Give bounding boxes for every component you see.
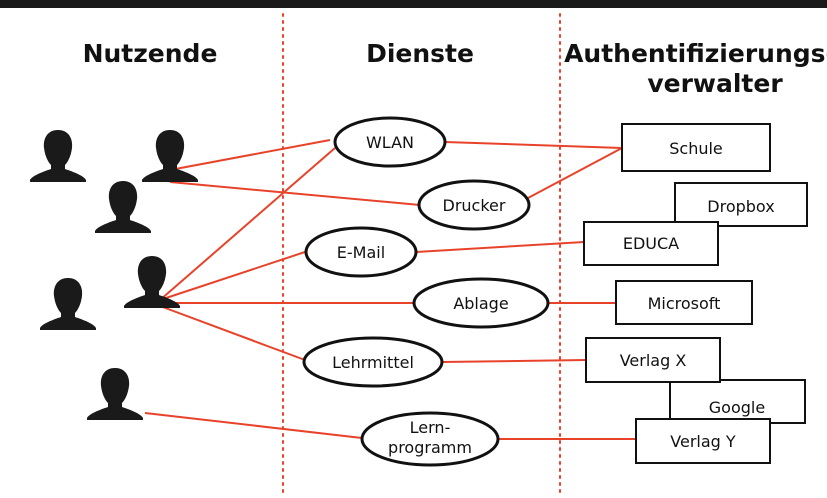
service-label-line2: programm <box>388 438 472 457</box>
edge-email-educa <box>415 241 585 253</box>
service-wlan: WLAN <box>333 116 447 168</box>
service-ablage: Ablage <box>412 277 550 329</box>
edge-user5-wlan <box>159 147 336 301</box>
service-label: WLAN <box>366 133 414 152</box>
provider-google: Google <box>669 379 806 424</box>
service-label: Lehrmittel <box>332 353 414 372</box>
service-drucker: Drucker <box>417 179 531 231</box>
provider-microsoft: Microsoft <box>615 280 753 325</box>
edges <box>144 139 636 440</box>
heading-services: Dienste <box>366 39 474 68</box>
provider-dropbox: Dropbox <box>674 182 808 227</box>
person-icon <box>30 130 86 182</box>
edge-user5-email <box>159 251 306 301</box>
provider-label: Verlag X <box>620 351 687 370</box>
edge-lehrmittel-verlagx <box>441 359 587 363</box>
provider-schule: Schule <box>621 123 771 172</box>
provider-label: Schule <box>669 139 723 158</box>
top-bar <box>0 0 827 8</box>
service-label: Drucker <box>443 196 506 215</box>
users <box>30 130 198 420</box>
provider-label: Verlag Y <box>670 432 736 451</box>
edge-user6-lernprogramm <box>144 412 363 439</box>
person-icon <box>124 256 180 308</box>
service-lernprogramm: Lern- programm <box>360 411 500 467</box>
edge-user2-drucker <box>169 181 421 206</box>
heading-users: Nutzende <box>83 39 218 68</box>
provider-verlag-y: Verlag Y <box>635 418 771 464</box>
edge-wlan-schule <box>444 141 623 149</box>
person-icon <box>95 181 151 233</box>
provider-label: Dropbox <box>707 197 774 216</box>
heading-auth-line2: verwalter <box>647 69 783 98</box>
service-label-line1: Lern- <box>410 418 451 437</box>
edge-drucker-schule <box>527 147 623 199</box>
person-icon <box>87 368 143 420</box>
provider-verlag-x: Verlag X <box>585 337 721 383</box>
service-label: Ablage <box>453 294 508 313</box>
person-icon <box>40 278 96 330</box>
provider-label: Microsoft <box>648 294 721 313</box>
provider-label: Google <box>709 398 765 417</box>
provider-label: EDUCA <box>623 234 679 253</box>
provider-educa: EDUCA <box>583 221 719 266</box>
edge-user5-lehrmittel <box>159 305 306 361</box>
service-lehrmittel: Lehrmittel <box>302 336 444 388</box>
service-email: E-Mail <box>304 226 418 278</box>
person-icon <box>142 130 198 182</box>
heading-auth-line1: Authentifizierungs- <box>564 39 827 68</box>
edge-user2-wlan <box>169 139 331 171</box>
service-label: E-Mail <box>337 243 385 262</box>
